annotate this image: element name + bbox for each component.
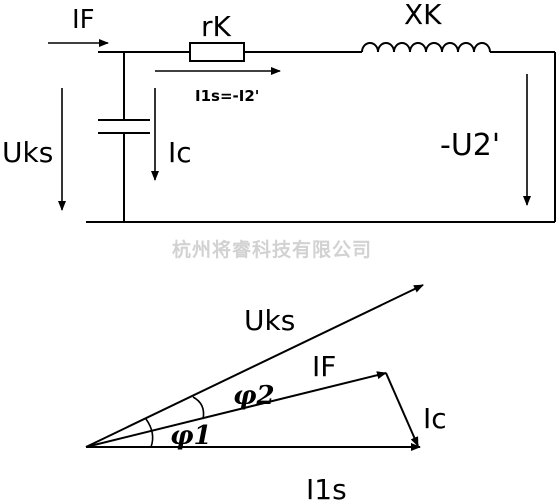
label-if: IF xyxy=(72,5,95,35)
phasor-label-ic: Ic xyxy=(423,402,447,435)
resistor xyxy=(189,42,245,62)
phasor-label-i1s: I1s xyxy=(306,473,347,504)
phasor-uks xyxy=(85,284,424,448)
phasor-if xyxy=(85,371,387,448)
phasor-diagram xyxy=(85,284,424,451)
circuit xyxy=(86,42,556,223)
arc-phi2 xyxy=(192,396,205,420)
label-ic: Ic xyxy=(168,136,192,169)
label-rk: rK xyxy=(201,10,232,43)
phasor-ic xyxy=(385,372,419,447)
label-i1s: I1s=-I2' xyxy=(195,87,259,105)
inductor xyxy=(361,42,491,53)
phasor-label-uks: Uks xyxy=(244,304,295,337)
phasor-label-phi2: φ2 xyxy=(233,381,275,411)
circuit-arrows xyxy=(48,39,531,211)
watermark: 杭州将睿科技有限公司 xyxy=(172,238,372,261)
phasor-label-if: IF xyxy=(312,350,336,383)
arc-phi1 xyxy=(145,418,154,448)
label-uks: Uks xyxy=(2,136,53,169)
phasor-label-phi1: φ1 xyxy=(170,421,212,451)
label-u2: -U2' xyxy=(440,128,500,163)
label-xk: XK xyxy=(404,0,442,31)
